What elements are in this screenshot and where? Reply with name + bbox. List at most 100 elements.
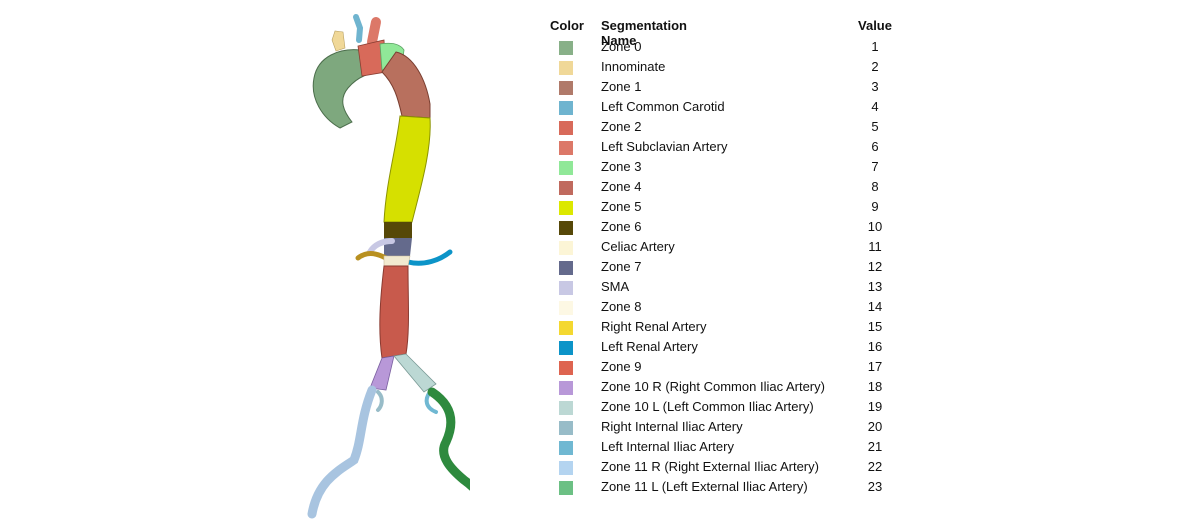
segmentation-value: 5 (871, 119, 879, 134)
zone-10-r-segment (369, 355, 395, 391)
right-internal-iliac-vessel (376, 390, 384, 412)
color-swatch (559, 101, 573, 115)
segmentation-value: 4 (871, 99, 879, 114)
color-swatch (559, 201, 573, 215)
segmentation-name: Zone 11 R (Right External Iliac Artery) (601, 459, 819, 474)
color-swatch (559, 81, 573, 95)
segmentation-name: SMA (601, 279, 630, 294)
segmentation-name: Zone 6 (601, 219, 642, 234)
left-renal-artery-vessel (405, 249, 453, 266)
value-column-header: Value (858, 18, 892, 33)
color-swatch (559, 341, 573, 355)
segmentation-value: 3 (871, 79, 879, 94)
segmentation-name: Innominate (601, 59, 666, 74)
zone-4-segment (381, 51, 431, 119)
segmentation-value: 15 (867, 319, 883, 334)
zone-8-segment (383, 255, 411, 267)
zone-11-l-segment (427, 387, 470, 491)
color-swatch (559, 141, 573, 155)
segmentation-name: Zone 1 (601, 79, 642, 94)
color-column-header: Color (550, 18, 584, 33)
segmentation-value: 22 (867, 459, 883, 474)
color-swatch (559, 61, 573, 75)
color-swatch (559, 241, 573, 255)
segmentation-value: 6 (871, 139, 879, 154)
right-renal-artery-vessel (355, 251, 389, 261)
segmentation-name: Zone 4 (601, 179, 642, 194)
legend-row: Zone 5 9 (540, 198, 900, 218)
aorta-segmentation-render (307, 14, 470, 519)
segmentation-value: 7 (871, 159, 879, 174)
color-swatch (559, 301, 573, 315)
color-swatch (559, 41, 573, 55)
legend-row: Left Renal Artery 16 (540, 338, 900, 358)
legend-row: Zone 1 3 (540, 78, 900, 98)
zone-9-segment (379, 265, 409, 359)
color-swatch (559, 321, 573, 335)
color-swatch (559, 441, 573, 455)
legend-row: Left Subclavian Artery 6 (540, 138, 900, 158)
legend-row: Zone 10 L (Left Common Iliac Artery)19 (540, 398, 900, 418)
segmentation-name: Zone 5 (601, 199, 642, 214)
color-swatch (559, 481, 573, 495)
color-swatch (559, 381, 573, 395)
legend-row: Zone 9 17 (540, 358, 900, 378)
segmentation-value: 20 (867, 419, 883, 434)
segmentation-value: 11 (868, 239, 882, 254)
segmentation-value: 1 (871, 39, 879, 54)
segmentation-name: Zone 8 (601, 299, 642, 314)
color-swatch (559, 281, 573, 295)
legend-row: Innominate 2 (540, 58, 900, 78)
legend-row: Right Internal Iliac Artery 20 (540, 418, 900, 438)
segmentation-name: Left Subclavian Artery (601, 139, 728, 154)
segmentation-value: 8 (871, 179, 879, 194)
segmentation-value: 16 (867, 339, 883, 354)
color-swatch (559, 261, 573, 275)
color-swatch (559, 221, 573, 235)
legend-row: Left Internal Iliac Artery 21 (540, 438, 900, 458)
color-swatch (559, 461, 573, 475)
segmentation-name: Right Internal Iliac Artery (601, 419, 743, 434)
legend-row: Zone 0 1 (540, 38, 900, 58)
zone-11-r-segment (307, 385, 377, 519)
segmentation-value: 13 (867, 279, 883, 294)
innominate-vessel (331, 30, 346, 52)
zone-10-l-segment (393, 353, 437, 393)
segmentation-name: Zone 2 (601, 119, 642, 134)
legend-row: Zone 11 R (Right External Iliac Artery) 2… (540, 458, 900, 478)
segmentation-name: Zone 9 (601, 359, 642, 374)
segmentation-value: 2 (871, 59, 879, 74)
legend-row: Zone 11 L (Left External Iliac Artery) 23 (540, 478, 900, 498)
legend-row: Zone 2 5 (540, 118, 900, 138)
segmentation-name: Zone 10 R (Right Common Iliac Artery) (601, 379, 825, 394)
segmentation-name: Zone 11 L (Left External Iliac Artery) (601, 479, 808, 494)
legend-row: Zone 4 8 (540, 178, 900, 198)
legend-row: Right Renal Artery 15 (540, 318, 900, 338)
left-subclavian-vessel (367, 17, 381, 47)
zone-5-segment (383, 115, 431, 223)
segmentation-value: 17 (867, 359, 883, 374)
segmentation-name: Left Internal Iliac Artery (601, 439, 734, 454)
segmentation-value: 12 (867, 259, 883, 274)
segmentation-value: 21 (867, 439, 883, 454)
segmentation-name: Zone 10 L (Left Common Iliac Artery) (601, 399, 814, 414)
color-swatch (559, 181, 573, 195)
color-swatch (559, 401, 573, 415)
color-swatch (559, 421, 573, 435)
segmentation-value: 23 (867, 479, 883, 494)
segmentation-value: 9 (871, 199, 879, 214)
segmentation-value: 18 (867, 379, 883, 394)
color-swatch (559, 361, 573, 375)
segmentation-name: Left Renal Artery (601, 339, 698, 354)
color-swatch (559, 161, 573, 175)
segmentation-name: Right Renal Artery (601, 319, 707, 334)
segmentation-name: Zone 0 (601, 39, 642, 54)
segmentation-name: Zone 7 (601, 259, 642, 274)
celiac-artery-vessel (367, 238, 395, 255)
legend-row: Zone 10 R (Right Common Iliac Artery) 18 (540, 378, 900, 398)
